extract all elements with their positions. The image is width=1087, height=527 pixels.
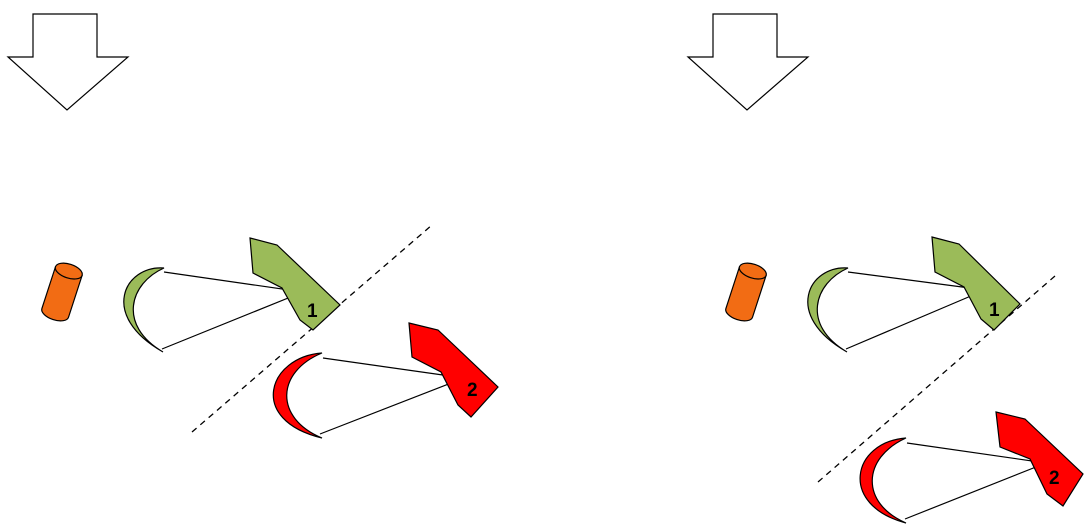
boat-1-number: 1 — [989, 300, 1000, 321]
board-1 — [249, 237, 341, 331]
boat-2-number: 2 — [467, 380, 478, 401]
kite-2 — [272, 352, 323, 439]
right-panel: 1 2 — [686, 13, 1084, 524]
boat-1-number: 1 — [307, 301, 318, 322]
boat-2: 2 — [272, 322, 499, 439]
kite-2 — [859, 437, 907, 524]
kite-1 — [123, 267, 165, 353]
mark-buoy-icon — [41, 262, 83, 322]
mark-buoy-icon — [725, 262, 767, 322]
wind-arrow-icon — [6, 13, 130, 111]
kite-1-line-bottom — [845, 289, 986, 350]
board-2 — [995, 411, 1084, 507]
kite-2-line-top — [906, 442, 1047, 464]
board-1 — [931, 236, 1021, 331]
kite-2-line-bottom — [904, 462, 1047, 520]
boat-1: 1 — [807, 236, 1021, 353]
kite-1-line-bottom — [161, 291, 304, 350]
layline — [817, 275, 1056, 483]
boat-1: 1 — [123, 237, 341, 353]
kite-2-line-top — [322, 357, 465, 379]
boat-2: 2 — [859, 411, 1084, 524]
board-2 — [408, 322, 499, 418]
left-panel: 1 2 — [6, 13, 499, 439]
kite-1 — [807, 267, 849, 353]
kite-1-line-top — [163, 271, 304, 293]
kite-2-line-bottom — [319, 377, 465, 435]
kite-1-line-top — [847, 271, 986, 291]
wind-arrow-icon — [686, 13, 810, 111]
boat-2-number: 2 — [1049, 468, 1060, 489]
